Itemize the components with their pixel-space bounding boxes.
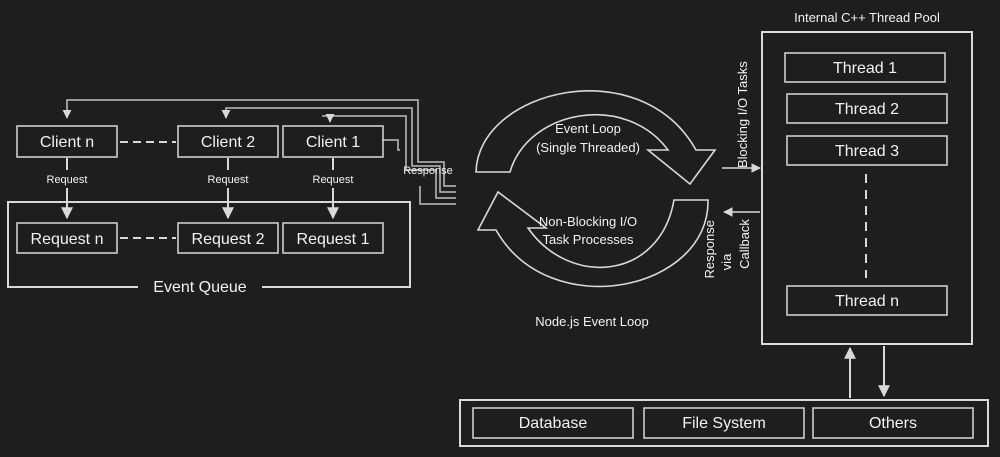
resources: Database File System Others bbox=[459, 399, 989, 447]
request-n-box: Request n bbox=[16, 222, 118, 254]
client-2-label: Client 2 bbox=[201, 134, 255, 151]
others-box: Others bbox=[812, 407, 974, 439]
event-queue: Event Queue Request n Request 2 Request … bbox=[7, 201, 411, 296]
thread-1-label: Thread 1 bbox=[833, 60, 897, 77]
event-loop-caption: Node.js Event Loop bbox=[535, 314, 648, 329]
thread-3-box: Thread 3 bbox=[786, 135, 948, 166]
request-2-label: Request 2 bbox=[192, 231, 265, 248]
event-loop-title: Event Loop bbox=[555, 121, 621, 136]
thread-3-label: Thread 3 bbox=[835, 143, 899, 160]
resources-frame bbox=[459, 399, 989, 447]
blocking-io-label: Blocking I/O Tasks bbox=[735, 61, 750, 168]
response-via-line3: Callback bbox=[737, 219, 752, 269]
event-loop-cycle bbox=[475, 90, 717, 288]
thread-pool: Internal C++ Thread Pool Thread 1 Thread… bbox=[761, 10, 973, 345]
response-via-line1: Response bbox=[702, 220, 717, 279]
nonblocking-subtitle: Task Processes bbox=[542, 232, 634, 247]
response-lines bbox=[62, 99, 456, 205]
event-loop-top-arrow bbox=[475, 90, 717, 186]
response-label: Response bbox=[403, 165, 453, 177]
blocking-io-flow bbox=[722, 163, 761, 217]
thread-n-box: Thread n bbox=[786, 285, 948, 316]
event-loop-subtitle: (Single Threaded) bbox=[536, 140, 640, 155]
client-1-box: Client 1 bbox=[282, 125, 384, 158]
file-system-box: File System bbox=[643, 407, 805, 439]
thread-2-label: Thread 2 bbox=[835, 101, 899, 118]
thread-pool-frame bbox=[761, 31, 973, 345]
others-label: Others bbox=[869, 415, 917, 432]
request-1-label: Request 1 bbox=[297, 231, 370, 248]
request-arrows bbox=[61, 158, 339, 220]
pool-resource-arrows bbox=[844, 346, 890, 398]
event-loop-bottom-arrow bbox=[476, 190, 709, 288]
file-system-label: File System bbox=[682, 415, 766, 432]
clients-group: Client n Client 2 Client 1 bbox=[16, 125, 384, 158]
thread-pool-title: Internal C++ Thread Pool bbox=[794, 10, 940, 25]
request-label-n: Request bbox=[47, 174, 88, 186]
request-n-label: Request n bbox=[31, 231, 104, 248]
database-label: Database bbox=[519, 415, 588, 432]
client-1-label: Client 1 bbox=[306, 134, 360, 151]
thread-n-label: Thread n bbox=[835, 293, 899, 310]
event-queue-label: Event Queue bbox=[153, 279, 247, 296]
thread-1-box: Thread 1 bbox=[784, 52, 946, 83]
nonblocking-title: Non-Blocking I/O bbox=[539, 214, 637, 229]
request-label-1: Request bbox=[313, 174, 354, 186]
request-label-2: Request bbox=[208, 174, 249, 186]
database-box: Database bbox=[472, 407, 634, 439]
client-n-label: Client n bbox=[40, 134, 94, 151]
request-1-box: Request 1 bbox=[282, 222, 384, 254]
request-2-box: Request 2 bbox=[177, 222, 279, 254]
client-n-box: Client n bbox=[16, 125, 118, 158]
client-2-box: Client 2 bbox=[177, 125, 279, 158]
response-via-line2: via bbox=[719, 253, 734, 270]
thread-2-box: Thread 2 bbox=[786, 93, 948, 124]
